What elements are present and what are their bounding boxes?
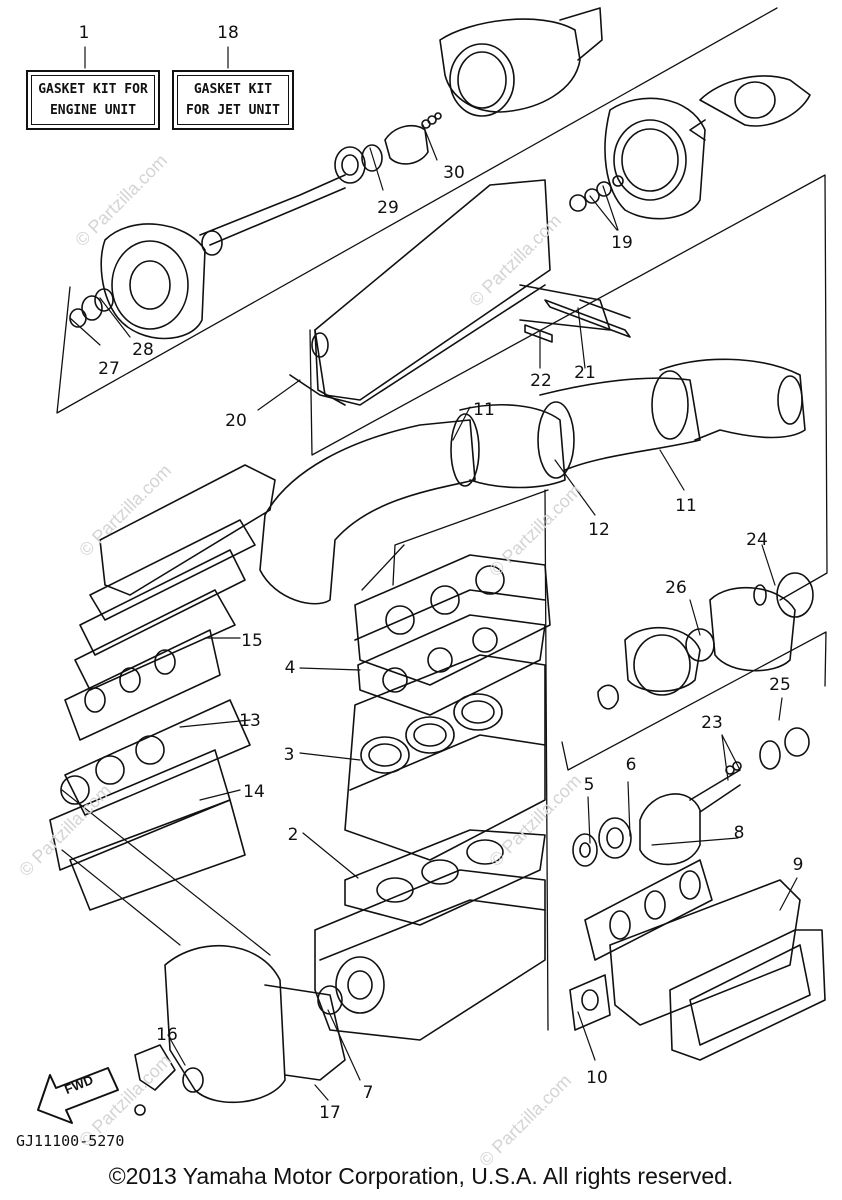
ref-2: 2 [288, 825, 299, 845]
kit-engine-line1: GASKET KIT FOR [38, 82, 148, 97]
ref-11-upper: 11 [473, 400, 495, 420]
bearing-housing-upper [709, 572, 814, 672]
intermediate-housing [69, 223, 206, 340]
exhaust-manifold-stack [49, 464, 276, 911]
jet-nozzle-housing [439, 7, 603, 117]
kit-engine-line2: ENGINE UNIT [49, 103, 137, 118]
oil-pump-bracket [134, 1044, 204, 1116]
flywheel-cover [164, 945, 346, 1104]
reference-numbers: 1 18 30 29 19 27 28 20 22 21 11 11 12 24… [79, 23, 804, 1123]
impeller [689, 75, 811, 141]
ref-30: 30 [443, 163, 465, 183]
cylinder-head [354, 554, 551, 686]
ref-25: 25 [769, 675, 791, 695]
seal-and-collar [572, 817, 632, 867]
ref-19: 19 [611, 233, 633, 253]
ref-24: 24 [746, 530, 768, 550]
ref-18: 18 [217, 23, 239, 43]
ref-29: 29 [377, 198, 399, 218]
gasket-kit-engine-label: GASKET KIT FOR ENGINE UNIT [26, 70, 160, 130]
ref-28: 28 [132, 340, 154, 360]
cylinder-head-gasket [357, 614, 546, 716]
ref-12: 12 [588, 520, 610, 540]
ref-22: 22 [530, 371, 552, 391]
ref-9: 9 [793, 855, 804, 875]
ref-8: 8 [734, 823, 745, 843]
ref-23: 23 [701, 713, 723, 733]
reed-valve-cover [669, 929, 826, 1061]
ref-4: 4 [285, 658, 296, 678]
crankcase [314, 869, 546, 1041]
diagram-code: GJ11100-5270 [16, 1132, 125, 1150]
ref-10: 10 [586, 1068, 608, 1088]
intake-manifold-gasket [584, 859, 713, 961]
intake-duct [289, 179, 631, 406]
coupling-bearing [597, 626, 715, 710]
small-gasket-10 [569, 974, 611, 1031]
ref-16: 16 [156, 1025, 178, 1045]
cylinder-base-gasket [344, 829, 546, 926]
exhaust-pipes [259, 358, 806, 605]
ref-5: 5 [584, 775, 595, 795]
jet-pump-housing [604, 97, 706, 220]
cylinder-block [344, 654, 546, 861]
ref-20: 20 [225, 411, 247, 431]
ref-7: 7 [363, 1083, 374, 1103]
coupling-shaft [639, 727, 810, 866]
fwd-arrow-icon [37, 1067, 119, 1124]
ref-27: 27 [98, 359, 120, 379]
copyright-notice: ©2013 Yamaha Motor Corporation, U.S.A. A… [108, 1163, 734, 1189]
kit-jet-line1: GASKET KIT [193, 82, 273, 97]
leader-lines [61, 46, 798, 1101]
ref-13: 13 [239, 711, 261, 731]
ref-26: 26 [665, 578, 687, 598]
ref-17: 17 [319, 1103, 341, 1123]
intake-manifold [609, 879, 801, 1026]
ref-1: 1 [79, 23, 90, 43]
kit-jet-line2: FOR JET UNIT [186, 103, 280, 118]
drive-shaft-assembly [199, 112, 624, 256]
ref-15: 15 [241, 631, 263, 651]
ref-21: 21 [574, 363, 596, 383]
ref-6: 6 [626, 755, 637, 775]
ref-3: 3 [284, 745, 295, 765]
ref-14: 14 [243, 782, 265, 802]
duct-gasket-strips [524, 299, 631, 343]
ref-11-lower: 11 [675, 496, 697, 516]
gasket-kit-jet-label: GASKET KIT FOR JET UNIT [172, 70, 294, 130]
